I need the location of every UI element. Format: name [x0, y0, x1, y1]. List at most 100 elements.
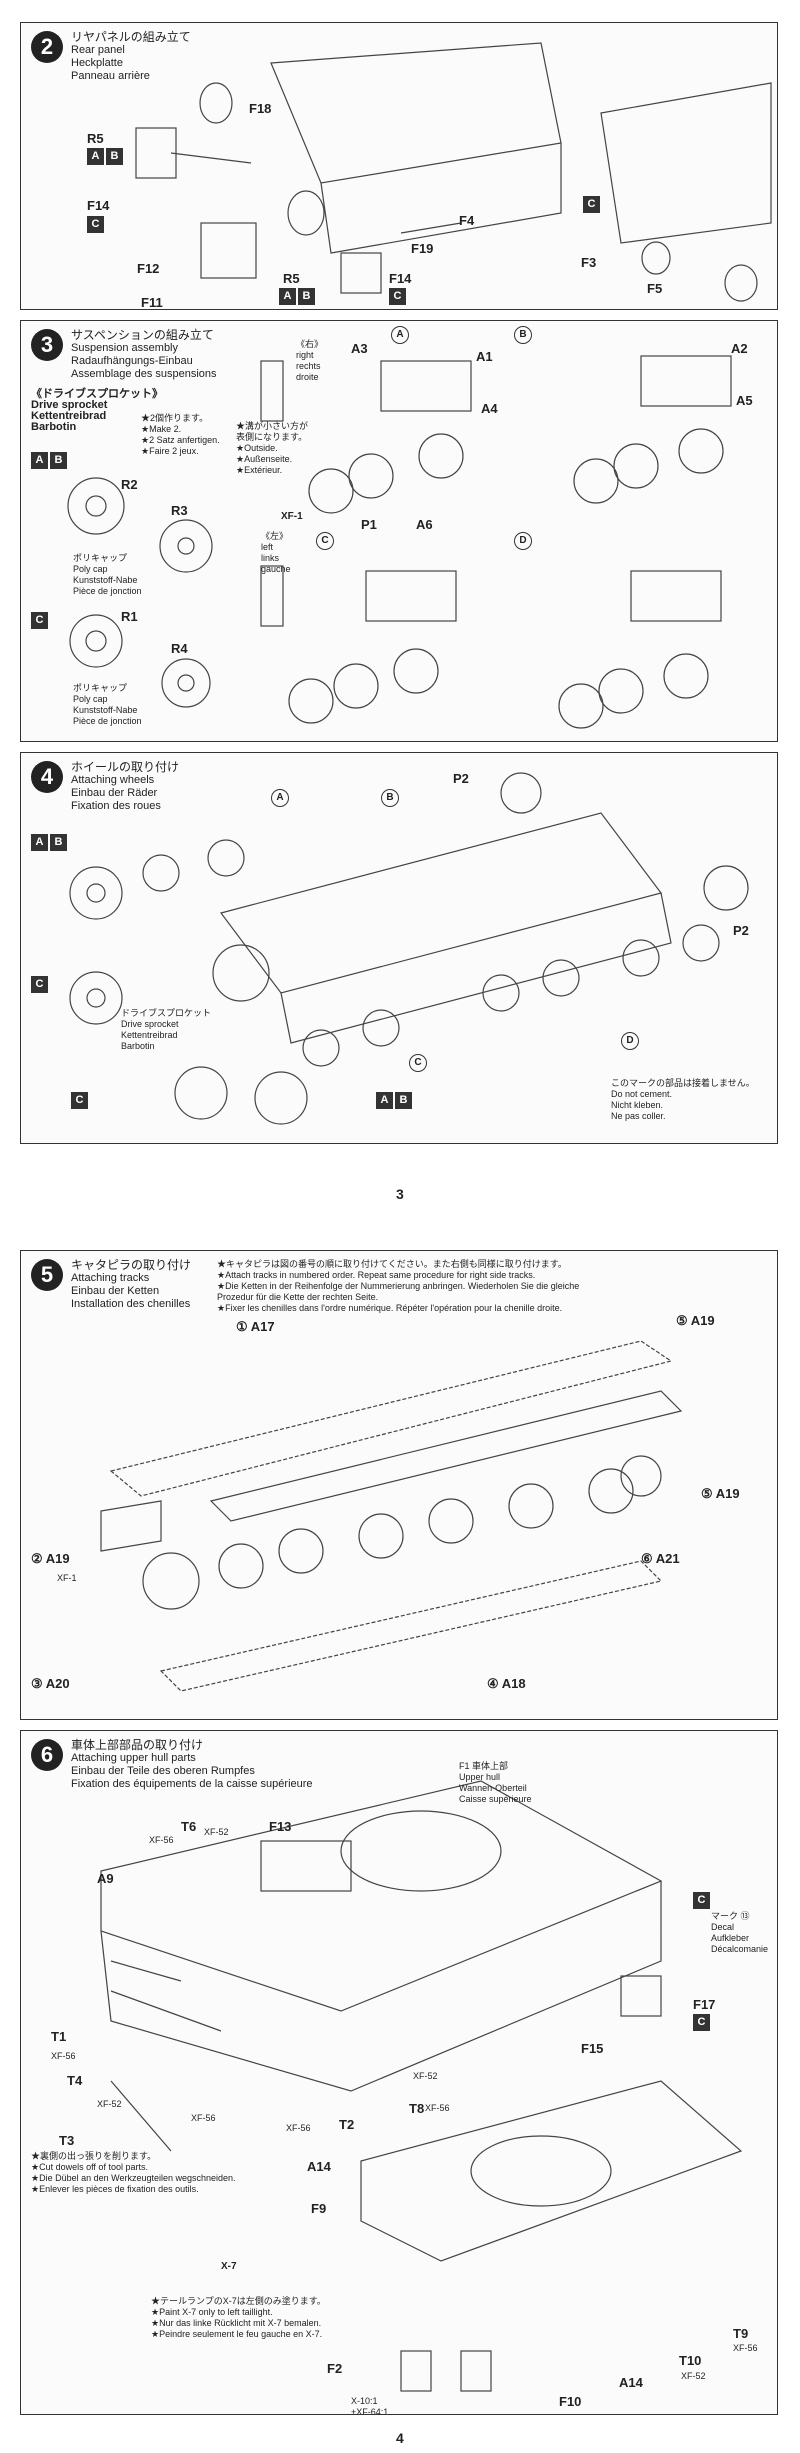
rear-panel-diagram [135, 42, 772, 302]
sub-assembly-b: B [514, 325, 532, 344]
part-label: A14 [619, 2375, 643, 2390]
part-label: R1 [121, 609, 138, 624]
paint-code: XF-56 [425, 2103, 450, 2113]
part-label: F3 [581, 255, 597, 270]
decal-note: マーク ⑬ Decal Aufkleber Décalcomanie [711, 1911, 769, 1954]
circled-c: C [409, 1053, 427, 1072]
step-4-header: 4 ホイールの取り付け Attaching wheels Einbau der … [31, 761, 179, 813]
kit-version-boxes: C [71, 1091, 90, 1109]
paint-code: XF-1 [57, 1573, 77, 1583]
paint-code: XF-56 [733, 2343, 758, 2353]
step-title: サスペンションの組み立て Suspension assembly Radaufh… [71, 328, 217, 381]
part-label: A9 [97, 1871, 114, 1886]
step-2-panel: 2 リヤパネルの組み立て Rear panel Heckplatte Panne… [20, 22, 778, 310]
kit-version-boxes: C [31, 975, 50, 993]
part-label: R5 [283, 271, 300, 286]
part-label: R5 [87, 131, 104, 146]
kit-version-boxes: C [389, 287, 408, 305]
paint-mix-note: X-10:1 +XF-64:1 [351, 2396, 389, 2415]
step-title: ホイールの取り付け Attaching wheels Einbau der Rä… [71, 760, 180, 813]
part-label: F11 [141, 295, 163, 310]
part-label: F10 [559, 2394, 582, 2409]
paint-code: XF-56 [51, 2051, 76, 2061]
track-label-a19-top: ⑤ A19 [676, 1313, 715, 1328]
part-label: A5 [736, 393, 753, 408]
suspension-diagram [67, 355, 732, 729]
part-label: A3 [351, 341, 368, 356]
step-4-panel: 4 ホイールの取り付け Attaching wheels Einbau der … [20, 752, 778, 1144]
part-label: T8 [409, 2101, 425, 2116]
taillight-note: ★テールランプのX-7は左側のみ塗ります。 ★Paint X-7 only to… [151, 2296, 326, 2339]
step-title: 車体上部部品の取り付け Attaching upper hull parts E… [71, 1738, 313, 1791]
paint-code: XF-52 [97, 2099, 122, 2109]
right-side-label: 《右》 right rechts droite [296, 339, 324, 382]
wheels-diagram [69, 772, 749, 1125]
part-label: F19 [411, 241, 434, 256]
paint-code: XF-56 [191, 2113, 216, 2123]
kit-version-boxes: C [693, 2013, 712, 2031]
page-number: 4 [396, 2430, 404, 2446]
part-label: F2 [327, 2361, 343, 2376]
part-label: A4 [481, 401, 498, 416]
part-label: R4 [171, 641, 188, 656]
paint-code: XF-52 [204, 1827, 229, 1837]
step-6-header: 6 車体上部部品の取り付け Attaching upper hull parts… [31, 1739, 313, 1791]
part-label: F4 [459, 213, 475, 228]
upper-hull-diagram [100, 1780, 743, 2392]
part-label: F14 [87, 198, 110, 213]
paint-code: X-7 [221, 2261, 237, 2272]
part-label: F12 [137, 261, 160, 276]
step-5-panel: 5 キャタピラの取り付け Attaching tracks Einbau der… [20, 1250, 778, 1720]
track-label-a20: ③ A20 [31, 1676, 70, 1691]
step-6-panel: 6 車体上部部品の取り付け Attaching upper hull parts… [20, 1730, 778, 2415]
part-label: P2 [453, 771, 469, 786]
step-number: 3 [31, 329, 63, 361]
track-label-a19-right: ⑤ A19 [701, 1486, 740, 1501]
sprocket-note: ドライブスプロケット Drive sprocket Kettentreibrad… [121, 1008, 212, 1051]
part-label: T9 [733, 2326, 749, 2341]
step-title: リヤパネルの組み立て Rear panel Heckplatte Panneau… [71, 30, 191, 83]
part-label: T2 [339, 2117, 355, 2132]
part-label: T3 [59, 2133, 75, 2148]
track-order-note: ★キャタピラは図の番号の順に取り付けてください。また右側も同様に取り付けます。 … [217, 1259, 580, 1313]
step-5-header: 5 キャタピラの取り付け Attaching tracks Einbau der… [31, 1259, 191, 1311]
step-number: 2 [31, 31, 63, 63]
step-3-header: 3 サスペンションの組み立て Suspension assembly Radau… [31, 329, 217, 381]
paint-code: XF-1 [281, 511, 303, 522]
upper-hull-note: F1 車体上部 Upper hull Wannen-Oberteil Caiss… [459, 1761, 532, 1804]
part-label: F9 [311, 2201, 327, 2216]
circled-a: A [271, 788, 289, 807]
outside-note: ★溝が小さい方が 表側になります。 ★Outside. ★Außenseite.… [236, 421, 309, 475]
tracks-diagram [100, 1340, 683, 1692]
part-label: F17 [693, 1997, 716, 2012]
kit-version-boxes: C [31, 611, 50, 629]
part-label: F13 [269, 1819, 292, 1834]
part-label: T1 [51, 2029, 67, 2044]
part-label: A1 [476, 349, 493, 364]
step-title: キャタピラの取り付け Attaching tracks Einbau der K… [71, 1258, 192, 1311]
paint-code: XF-56 [286, 2123, 311, 2133]
track-label-a18: ④ A18 [487, 1676, 526, 1691]
kit-version-boxes: C [583, 195, 602, 213]
part-label: T6 [181, 1819, 197, 1834]
part-label: R2 [121, 477, 138, 492]
sprocket-heading: 《ドライブスプロケット》 Drive sprocket Kettentreibr… [31, 388, 163, 433]
part-label: F14 [389, 271, 412, 286]
polycap-note: ポリキャップ Poly cap Kunststoff-Nabe Pièce de… [73, 553, 142, 596]
tool-dowel-note: ★裏側の出っ張りを削ります。 ★Cut dowels off of tool p… [31, 2151, 236, 2194]
part-label: P2 [733, 923, 749, 938]
part-label: T4 [67, 2073, 83, 2088]
paint-code: XF-52 [413, 2071, 438, 2081]
part-label: A14 [307, 2159, 331, 2174]
step-3-panel: 3 サスペンションの組み立て Suspension assembly Radau… [20, 320, 778, 742]
step-number: 5 [31, 1259, 63, 1291]
part-label: R3 [171, 503, 188, 518]
paint-code: XF-52 [681, 2371, 706, 2381]
part-label: F18 [249, 101, 272, 116]
part-label: F5 [647, 281, 663, 296]
sub-assembly-a: A [391, 325, 409, 344]
step-number: 6 [31, 1739, 63, 1771]
